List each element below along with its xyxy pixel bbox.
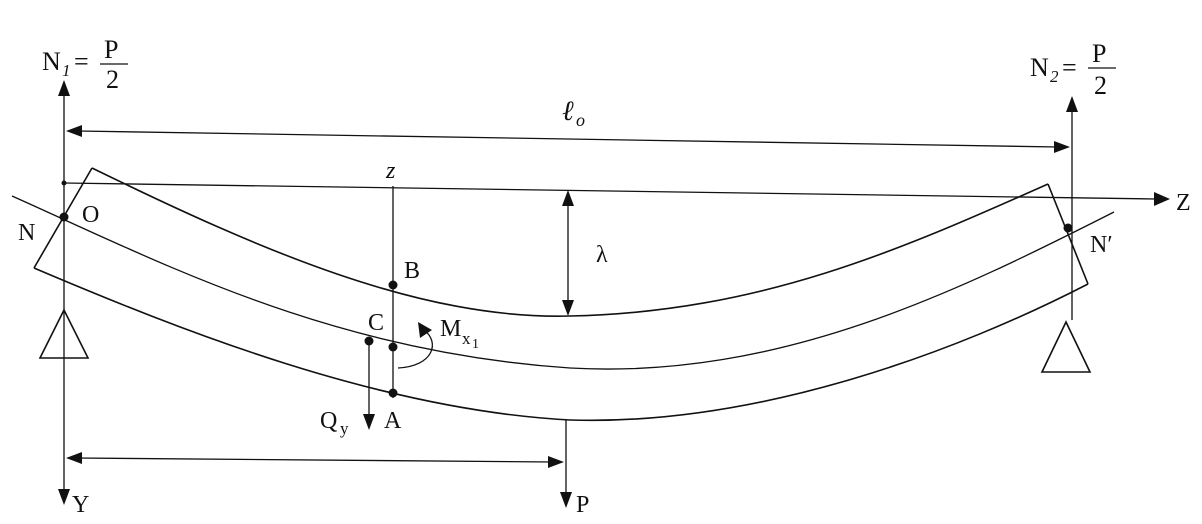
right-support-triangle bbox=[1040, 320, 1092, 373]
point-o-dot bbox=[59, 212, 69, 222]
point-c-label: C bbox=[368, 310, 384, 336]
load-label: P bbox=[576, 492, 589, 518]
n2-subscript: 2 bbox=[1050, 67, 1059, 86]
y-axis-arrowhead bbox=[58, 489, 70, 505]
span-arrowhead-right bbox=[1054, 141, 1070, 153]
beam-right-end bbox=[1047, 183, 1089, 285]
z-axis-label: Z bbox=[1176, 190, 1191, 216]
span-arrowhead-left bbox=[66, 125, 82, 137]
load-distance-arrowhead-right bbox=[548, 456, 564, 468]
span-dimension-line bbox=[77, 130, 1059, 148]
n2-symbol: N bbox=[1030, 53, 1049, 82]
point-neutral-dot bbox=[388, 342, 398, 352]
beam-top-edge bbox=[91, 167, 1049, 317]
deflection-arrowhead-top bbox=[562, 190, 574, 206]
point-a-label: A bbox=[384, 408, 402, 434]
left-support-triangle bbox=[38, 308, 90, 359]
n1-equals: = bbox=[74, 47, 89, 76]
shear-subscript: y bbox=[340, 419, 349, 438]
span-label-subscript: o bbox=[576, 110, 585, 130]
n2-arrowhead bbox=[1066, 96, 1078, 112]
moment-subsubscript: 1 bbox=[472, 337, 479, 352]
n2-fraction-denominator: 2 bbox=[1094, 71, 1107, 100]
point-b-dot bbox=[388, 280, 398, 290]
point-n-right-dot bbox=[1063, 223, 1073, 233]
load-arrowhead bbox=[560, 492, 572, 508]
deflection-label: λ bbox=[596, 242, 608, 268]
point-b-label: B bbox=[404, 258, 420, 284]
n2-fraction-numerator: P bbox=[1092, 39, 1106, 68]
y-axis-label: Y bbox=[72, 492, 89, 518]
z-axis-arrowhead bbox=[1154, 192, 1170, 206]
deflection-arrowhead-bottom bbox=[562, 300, 574, 316]
point-n-right-label: N′ bbox=[1090, 232, 1113, 258]
span-label: ℓ bbox=[562, 96, 574, 127]
moment-arc bbox=[397, 329, 434, 369]
moment-subscript: x bbox=[462, 329, 471, 348]
n1-fraction-denominator: 2 bbox=[106, 65, 119, 94]
moment-label: M bbox=[440, 316, 461, 342]
n1-symbol: N bbox=[42, 47, 61, 76]
shear-label: Q bbox=[320, 408, 337, 434]
n1-fraction-numerator: P bbox=[104, 35, 118, 64]
beam-neutral-axis bbox=[11, 195, 1115, 370]
beam-bottom-edge bbox=[33, 267, 1089, 422]
point-n-left-label: N bbox=[18, 220, 35, 246]
section-z-label: z bbox=[385, 158, 396, 184]
load-distance-dimension bbox=[75, 457, 553, 463]
load-distance-arrowhead-left bbox=[66, 452, 82, 464]
n1-subscript: 1 bbox=[62, 61, 71, 80]
point-o-label: O bbox=[82, 202, 99, 228]
shear-arrowhead bbox=[363, 414, 375, 430]
moment-arrowhead bbox=[418, 322, 432, 338]
z-axis-line bbox=[63, 182, 1157, 200]
point-a-dot bbox=[388, 388, 398, 398]
n1-arrowhead bbox=[58, 80, 70, 96]
n2-equals: = bbox=[1062, 53, 1077, 82]
